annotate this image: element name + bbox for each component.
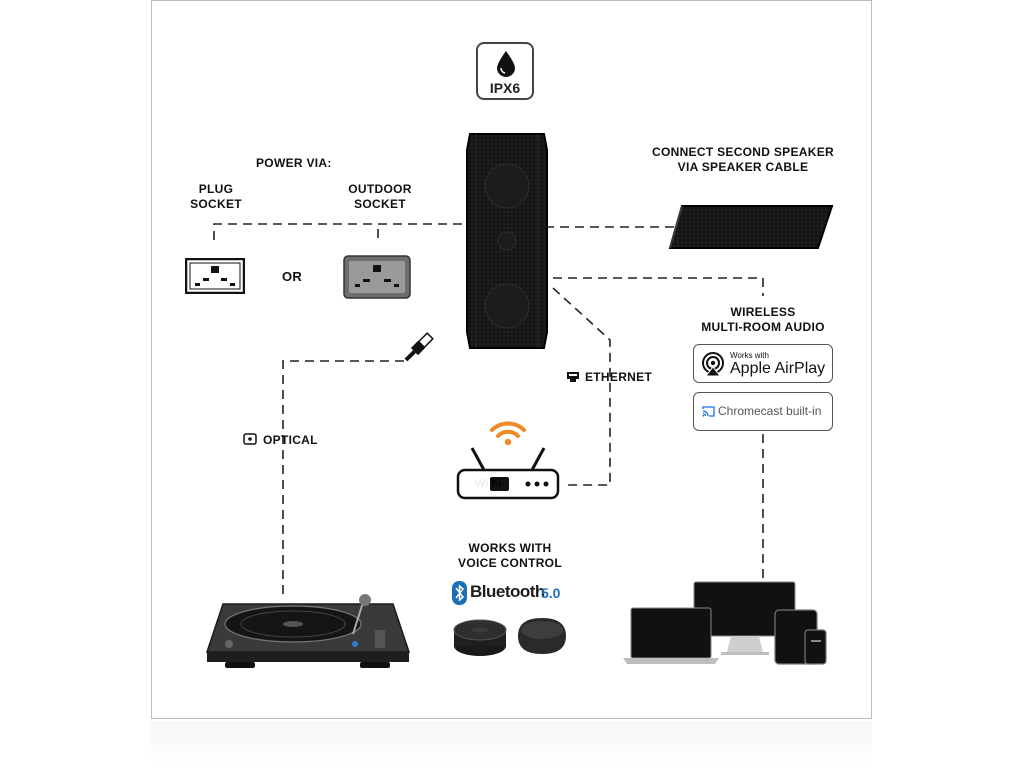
water-drop-icon [497,51,515,77]
plug-socket-label-line2: SOCKET [190,197,242,211]
outdoor-socket-label: OUTDOOR SOCKET [340,182,420,212]
plug-socket-label-line1: PLUG [198,182,234,196]
chromecast-badge: Chromecast built-in [693,392,833,431]
google-nest-icon [518,618,566,654]
wireless-label-line1: WIRELESS [730,305,796,319]
bluetooth-version: 5.0 [541,585,561,601]
second-speaker-label: CONNECT SECOND SPEAKER VIA SPEAKER CABLE [646,145,840,175]
power-heading: POWER VIA: [256,156,332,170]
airplay-badge: Works with Apple AirPlay [693,344,833,383]
optical-port-icon [243,433,257,445]
echo-dot-icon [453,619,507,656]
voice-control-label-line1: WORKS WITH [468,541,552,555]
wireless-label-line2: MULTI-ROOM AUDIO [701,320,825,334]
router-wifi-label: Wi Fi [475,478,511,490]
turntable-icon [205,594,410,668]
bluetooth-icon [452,581,467,605]
plug-socket-icon [185,258,245,294]
ethernet-port-icon [567,372,579,382]
airplay-big-text: Apple AirPlay [730,360,826,377]
floor-reflection [151,722,872,768]
second-speaker-label-line1: CONNECT SECOND SPEAKER [652,145,834,159]
plug-socket-label: PLUG SOCKET [188,182,244,212]
optical-label: OPTICAL [263,433,318,447]
speaker-icon [466,133,548,349]
ethernet-label: ETHERNET [585,370,653,384]
voice-control-label-line2: VOICE CONTROL [458,556,562,570]
airplay-small-text: Works with [730,351,769,360]
bluetooth-word: Bluetooth [470,582,545,601]
wifi-icon [490,421,526,446]
devices-icon [623,581,827,665]
voice-control-label: WORKS WITH VOICE CONTROL [452,541,568,571]
router-wifi-text: Wi Fi [475,478,502,490]
second-speaker-icon [668,205,834,249]
chromecast-text: Chromecast built-in [718,404,822,418]
ipx6-badge: IPX6 [476,42,534,100]
router-icon [456,447,560,500]
chromecast-icon [702,406,715,417]
or-label: OR [282,269,303,284]
outdoor-socket-label-line1: OUTDOOR [348,182,412,196]
wireless-label: WIRELESS MULTI-ROOM AUDIO [693,305,833,335]
ipx6-label: IPX6 [489,80,521,96]
outdoor-socket-icon [343,255,411,299]
second-speaker-label-line2: VIA SPEAKER CABLE [677,160,809,174]
outdoor-socket-label-line2: SOCKET [354,197,406,211]
airplay-icon [702,352,724,377]
optical-plug-icon [404,332,434,362]
